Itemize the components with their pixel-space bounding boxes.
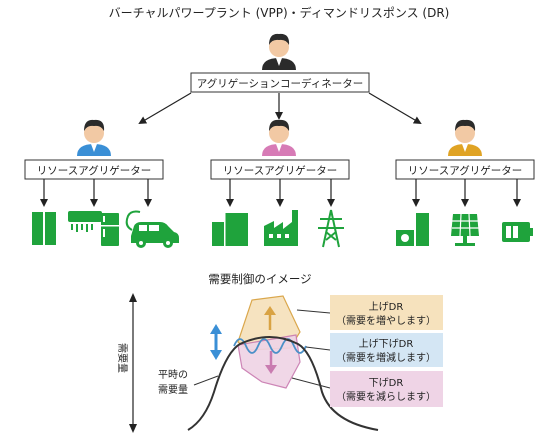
arrow-to-aggregator-1 — [138, 92, 192, 125]
aggregator-person-icon — [448, 119, 482, 156]
storage-battery-icon — [32, 212, 56, 245]
y-axis-label: 需要量 — [116, 343, 128, 373]
aggregator-label: リソースアグリゲーター — [223, 164, 337, 177]
refrigerator-icon — [101, 213, 119, 246]
normal-demand-label-line2: 需要量 — [158, 384, 188, 396]
down-dr-callout — [330, 371, 443, 407]
y-axis — [129, 293, 137, 433]
power-tower-icon — [318, 209, 344, 248]
up-dr-callout — [330, 295, 443, 330]
down-dr-title: 下げDR — [369, 377, 404, 389]
normal-demand-curve — [187, 336, 379, 431]
down-dr-region — [237, 334, 301, 389]
air-conditioner-icon — [68, 211, 102, 232]
aggregator-group-3: リソースアグリゲーター — [395, 119, 535, 246]
updown-dr-title: 上げ下げDR — [359, 338, 414, 350]
aggregator-person-icon — [77, 119, 111, 156]
updown-arrow-icon — [210, 324, 222, 360]
updown-dr-desc: （需要を増減します） — [336, 351, 436, 364]
aggregator-person-icon — [262, 119, 296, 156]
aggregator-label: リソースアグリゲーター — [408, 164, 522, 177]
coordinator-box — [190, 72, 370, 93]
solar-panel-icon — [451, 213, 479, 246]
demand-control-title: 需要制御のイメージ — [208, 272, 311, 286]
up-arrow-icon — [264, 306, 276, 330]
aggregator-label: リソースアグリゲーター — [37, 164, 151, 177]
aggregator-group-1: リソースアグリゲーター — [24, 119, 179, 248]
updown-dr-wave — [233, 338, 307, 354]
diagram-title: バーチャルパワープラント (VPP)・ディマンドリスポンス (DR) — [109, 5, 450, 20]
electric-car-icon — [125, 210, 179, 248]
up-dr-desc: （需要を増やします） — [336, 314, 436, 327]
coordinator-label: アグリゲーションコーディネーター — [197, 77, 364, 90]
down-arrow-icon — [265, 351, 277, 374]
normal-demand-label-line1: 平時の — [158, 369, 188, 381]
aggregator-group-2: リソースアグリゲーター — [210, 119, 350, 248]
coordinator-person-icon — [262, 33, 296, 70]
up-dr-title: 上げDR — [369, 301, 404, 313]
factory-icon — [264, 210, 298, 246]
generator-icon — [396, 213, 429, 246]
battery-icon — [502, 222, 533, 242]
down-dr-desc: （需要を減らします） — [336, 390, 436, 403]
updown-dr-callout — [330, 333, 443, 367]
arrow-to-aggregator-3 — [368, 92, 422, 125]
building-icon — [212, 213, 248, 246]
normal-demand-leader — [193, 375, 219, 386]
